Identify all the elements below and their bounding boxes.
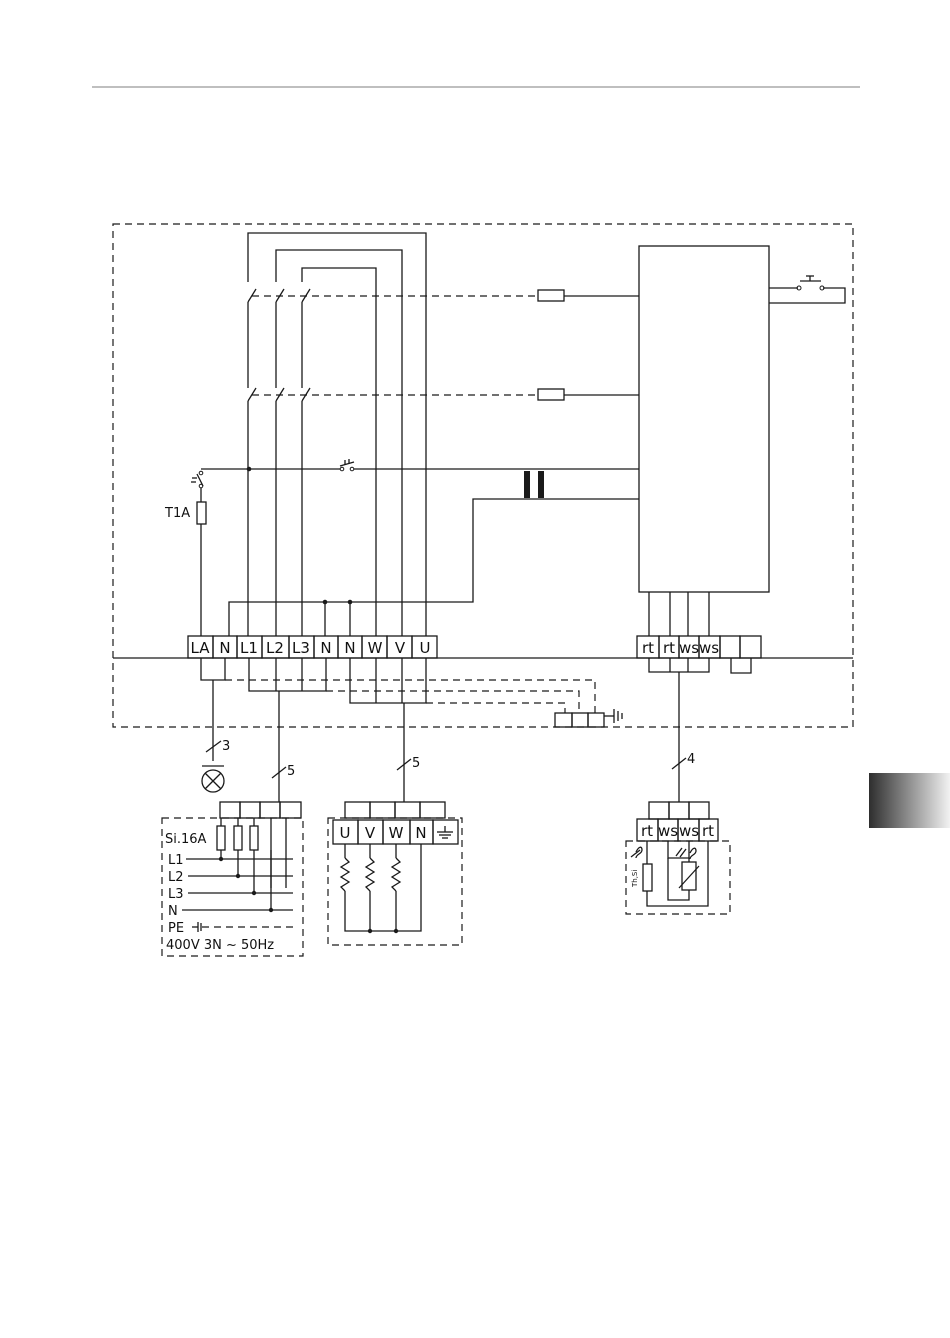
- sensor-terminal-ws-1: ws: [658, 822, 678, 840]
- heater-terminal-v: V: [365, 824, 376, 842]
- terminal-w: W: [368, 639, 383, 657]
- heater-terminal-n: N: [415, 824, 426, 842]
- pe-line-2: [326, 691, 579, 713]
- heater-terminal-strip: [345, 802, 445, 818]
- lamp-cable-count: 3: [222, 739, 230, 754]
- control-switch: [340, 459, 354, 471]
- ground-symbol-icon: [437, 826, 453, 838]
- heater-cable-count: 5: [412, 756, 420, 771]
- fuse-t1a: [197, 502, 206, 524]
- sensor-label: Th,Si: [631, 870, 639, 888]
- transformer: [524, 471, 544, 498]
- temperature-sensor: [668, 841, 699, 900]
- fuse-label: T1A: [164, 506, 190, 521]
- supply-terminal-strip: [220, 802, 301, 818]
- terminal-n3: N: [344, 639, 355, 657]
- supply-line-l3: L3: [168, 887, 184, 902]
- terminal-n2: N: [320, 639, 331, 657]
- control-terminal-rt-2: rt: [663, 639, 675, 657]
- terminal-n: N: [219, 639, 230, 657]
- terminal-l3: L3: [292, 639, 310, 657]
- control-terminal-rt-1: rt: [642, 639, 654, 657]
- terminal-l2: L2: [266, 639, 284, 657]
- sensor-cable-count: 4: [687, 752, 695, 767]
- supply-fuse-label: Si.16A: [165, 832, 207, 847]
- contactor-1: [248, 289, 639, 302]
- wire-l2-v: [276, 250, 402, 636]
- wire-l3-w: [302, 268, 376, 636]
- pe-line-1: [225, 680, 595, 713]
- terminal-v: V: [395, 639, 406, 657]
- sensor-terminal-block: rt ws ws rt: [637, 819, 718, 841]
- wire-l1-u: [248, 233, 426, 636]
- main-terminal-block: LA N L1 L2 L3 N N W V U: [188, 636, 437, 658]
- supply-line-l1: L1: [168, 853, 184, 868]
- sensor-terminal-strip: [649, 802, 709, 819]
- la-switch: [191, 471, 203, 488]
- supply-line-n: N: [168, 904, 178, 919]
- supply-line-pe: PE: [168, 921, 184, 936]
- sensor-terminal-rt-1: rt: [641, 822, 653, 840]
- push-button: [769, 276, 845, 303]
- control-terminal-block: rt rt ws ws: [637, 636, 761, 658]
- contactor-2: [248, 388, 639, 401]
- sensor-terminal-ws-2: ws: [679, 822, 699, 840]
- terminal-l1: L1: [240, 639, 258, 657]
- pe-line-3: [426, 703, 565, 713]
- terminal-u: U: [420, 639, 431, 657]
- terminal-la: LA: [191, 639, 211, 657]
- pe-ground-icon: [192, 922, 201, 932]
- heater-terminal-w: W: [389, 824, 404, 842]
- section-tab: [869, 773, 950, 828]
- control-terminal-ws-1: ws: [679, 639, 699, 657]
- supply-rating: 400V 3N ~ 50Hz: [166, 938, 274, 953]
- supply-line-l2: L2: [168, 870, 184, 885]
- control-box: [639, 246, 769, 592]
- heating-elements: [341, 844, 421, 933]
- indicator-lamp: [202, 766, 224, 792]
- control-terminal-ws-2: ws: [699, 639, 719, 657]
- supply-cable-count: 5: [287, 764, 295, 779]
- sensor-terminal-rt-2: rt: [702, 822, 714, 840]
- supply-fuses: [217, 826, 258, 850]
- heater-terminal-u: U: [340, 824, 351, 842]
